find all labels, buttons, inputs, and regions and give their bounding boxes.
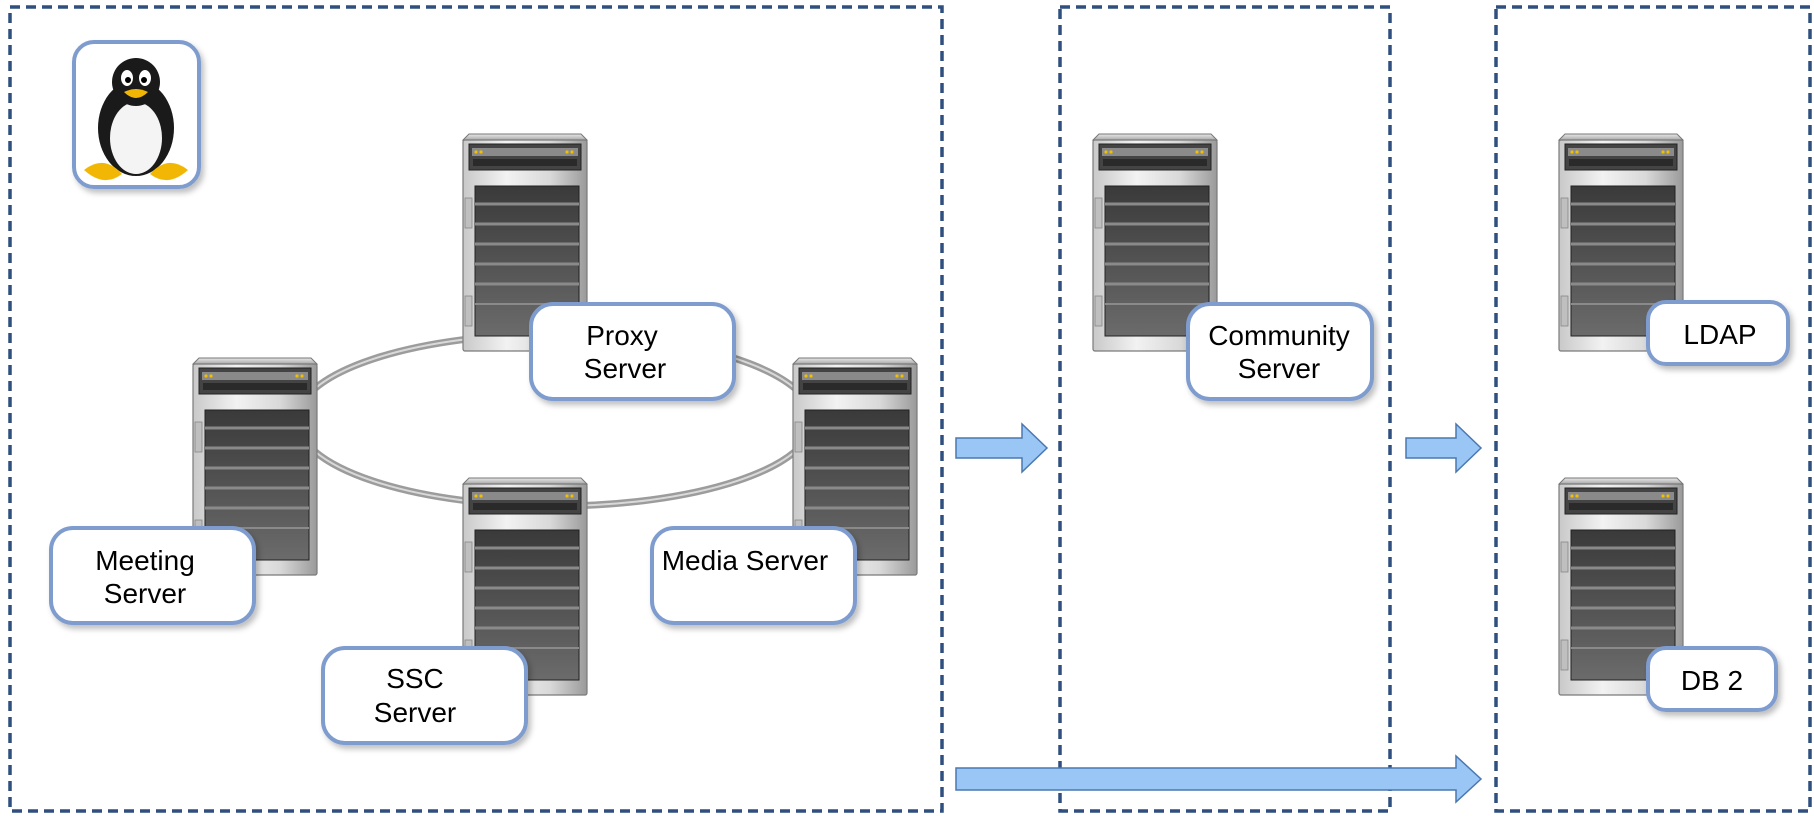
svg-text:Media Server: Media Server [662, 545, 829, 576]
db2-label: DB 2 [1646, 646, 1778, 712]
svg-text:Community: Community [1208, 320, 1350, 351]
media-server-label: Media Server [650, 526, 857, 625]
svg-text:Proxy: Proxy [586, 320, 658, 351]
svg-text:LDAP: LDAP [1683, 319, 1756, 350]
svg-text:Server: Server [104, 578, 186, 609]
svg-text:Meeting: Meeting [95, 545, 195, 576]
proxy-server-label: Proxy Server [529, 302, 736, 401]
ssc-server-label: SSC Server [321, 646, 528, 745]
backend-tier-panel [1494, 5, 1812, 813]
svg-text:SSC: SSC [386, 663, 444, 694]
arrow-cluster-to-backend [955, 754, 1483, 804]
tux-penguin-icon [72, 40, 201, 189]
ldap-label: LDAP [1646, 300, 1790, 366]
arrow-community-to-backend [1405, 422, 1483, 474]
svg-text:Server: Server [584, 353, 666, 384]
svg-text:Server: Server [374, 697, 456, 728]
meeting-server-label: Meeting Server [49, 526, 256, 625]
svg-text:DB 2: DB 2 [1681, 665, 1743, 696]
community-server-label: Community Server [1186, 302, 1374, 401]
arrow-cluster-to-community [955, 422, 1049, 474]
svg-text:Server: Server [1238, 353, 1320, 384]
community-tier-panel [1058, 5, 1392, 813]
linux-cluster-panel [8, 5, 944, 813]
